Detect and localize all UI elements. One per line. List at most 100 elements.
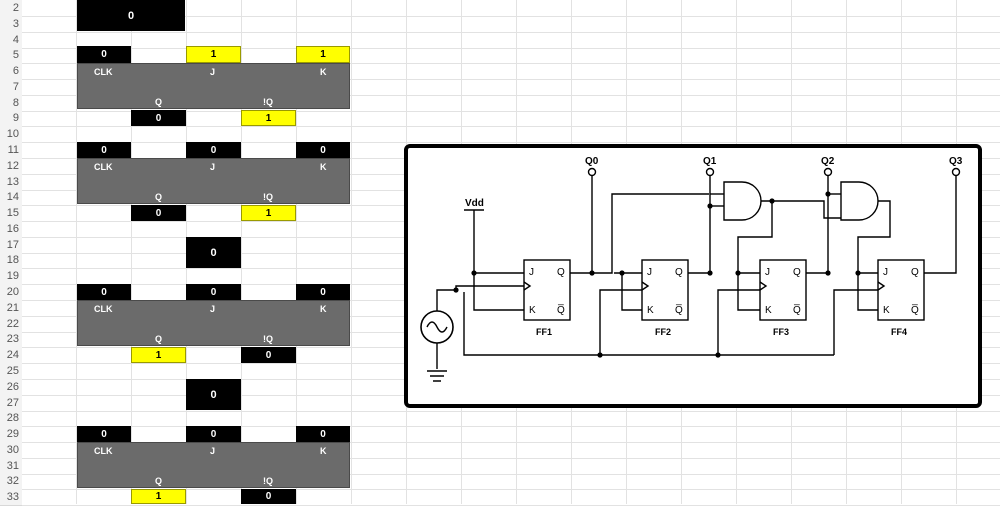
row-header[interactable]: 5 (0, 47, 22, 64)
clk-value-cell[interactable]: 0 (77, 142, 131, 158)
j-label: J (210, 304, 216, 314)
k-value-cell[interactable]: 0 (296, 142, 350, 158)
nq-value-cell[interactable]: 0 (241, 347, 296, 363)
nq-label: !Q (263, 476, 273, 486)
k-value-cell[interactable]: 0 (296, 284, 350, 300)
row-header[interactable]: 2 (0, 0, 22, 17)
row-header[interactable]: 25 (0, 363, 22, 380)
row-header[interactable]: 9 (0, 110, 22, 127)
k-label: K (320, 67, 327, 77)
grid-row-line (22, 489, 1000, 490)
row-header[interactable]: 12 (0, 158, 22, 175)
q3-wire (924, 173, 957, 274)
row-header[interactable]: 29 (0, 426, 22, 443)
j-value-cell[interactable]: 1 (186, 46, 241, 63)
row-header[interactable]: 18 (0, 252, 22, 269)
grid-column-line (241, 0, 242, 504)
flipflop-body: CLK J K Q !Q (77, 300, 350, 346)
ff3-pin-k: K (765, 305, 772, 316)
clk-value-cell[interactable]: 0 (77, 426, 131, 442)
clk-label: CLK (94, 304, 113, 314)
q-label: Q (155, 192, 163, 202)
ff2-pin-k: K (647, 305, 654, 316)
nq-label: !Q (263, 192, 273, 202)
row-header[interactable]: 26 (0, 379, 22, 396)
q-value-cell[interactable]: 1 (131, 347, 186, 363)
reset-wire (463, 292, 834, 356)
flipflop-body: CLK J K Q !Q (77, 63, 350, 109)
grid-row-line (22, 126, 1000, 127)
nq-label: !Q (263, 334, 273, 344)
j-value-cell[interactable]: 0 (186, 426, 241, 442)
q-label: Q (155, 97, 163, 107)
q3-output-label: Q3 (949, 156, 963, 167)
ff1-pin-k: K (529, 305, 536, 316)
clk-label: CLK (94, 67, 113, 77)
ff4-pin-q: Q (911, 267, 919, 278)
ff4-pin-k: K (883, 305, 890, 316)
q-value-cell[interactable]: 1 (131, 489, 186, 504)
row-header[interactable]: 14 (0, 189, 22, 206)
grid-row-line (22, 79, 1000, 80)
nq-label: !Q (263, 97, 273, 107)
grid-row-line (22, 95, 1000, 96)
row-header[interactable]: 31 (0, 458, 22, 475)
q-value-cell[interactable]: 0 (131, 205, 186, 221)
k-value-cell[interactable]: 1 (296, 46, 350, 63)
j-label: J (210, 162, 216, 172)
row-header[interactable]: 28 (0, 410, 22, 427)
and1-to-ff3 (737, 201, 773, 274)
row-header[interactable]: 15 (0, 205, 22, 222)
grid-column-line (76, 0, 77, 504)
value-cell[interactable]: 0 (77, 0, 185, 31)
row-header[interactable]: 10 (0, 126, 22, 143)
row-header[interactable]: 32 (0, 473, 22, 490)
row-header[interactable]: 20 (0, 284, 22, 301)
ff1-label: FF1 (536, 327, 552, 337)
row-header[interactable]: 21 (0, 300, 22, 317)
clk-value-cell[interactable]: 0 (77, 284, 131, 300)
row-header[interactable]: 23 (0, 331, 22, 348)
row-header[interactable]: 22 (0, 316, 22, 333)
value-cell[interactable]: 0 (186, 237, 241, 268)
row-header[interactable]: 24 (0, 347, 22, 364)
value-cell[interactable]: 0 (186, 379, 241, 410)
j-value-cell[interactable]: 0 (186, 284, 241, 300)
clk-value-cell[interactable]: 0 (77, 46, 131, 63)
grid-row-line (22, 411, 1000, 412)
row-header[interactable]: 33 (0, 489, 22, 506)
ff2-pin-nq: Q̅ (675, 304, 683, 316)
k-label: K (320, 446, 327, 456)
k-value-cell[interactable]: 0 (296, 426, 350, 442)
row-header[interactable]: 3 (0, 16, 22, 33)
nq-value-cell[interactable]: 1 (241, 205, 296, 221)
row-header[interactable]: 16 (0, 221, 22, 238)
grid-column-line (296, 0, 297, 504)
clk-label: CLK (94, 446, 113, 456)
q0-to-and1 (592, 193, 709, 274)
grid-column-line (131, 0, 132, 504)
row-header[interactable]: 6 (0, 63, 22, 80)
q-label: Q (155, 334, 163, 344)
q-label: Q (155, 476, 163, 486)
row-header[interactable]: 11 (0, 142, 22, 159)
j-value-cell[interactable]: 0 (186, 142, 241, 158)
q-value-cell[interactable]: 0 (131, 110, 186, 126)
ff4-pin-nq: Q̅ (911, 304, 919, 316)
grid-row-line (22, 442, 1000, 443)
grid-row-line (22, 111, 1000, 112)
ff3-label: FF3 (773, 327, 789, 337)
nq-value-cell[interactable]: 1 (241, 110, 296, 126)
row-header[interactable]: 7 (0, 79, 22, 96)
row-header[interactable]: 19 (0, 268, 22, 285)
k-label: K (320, 304, 327, 314)
ff1-pin-q: Q (557, 267, 565, 278)
ff1-pin-nq: Q̅ (557, 304, 565, 316)
row-header[interactable]: 30 (0, 442, 22, 459)
vdd-label: Vdd (465, 198, 484, 209)
flipflop-body: CLK J K Q !Q (77, 158, 350, 204)
q1-output-label: Q1 (703, 156, 717, 167)
nq-value-cell[interactable]: 0 (241, 489, 296, 504)
q0-output-label: Q0 (585, 156, 599, 167)
q2-output-label: Q2 (821, 156, 835, 167)
